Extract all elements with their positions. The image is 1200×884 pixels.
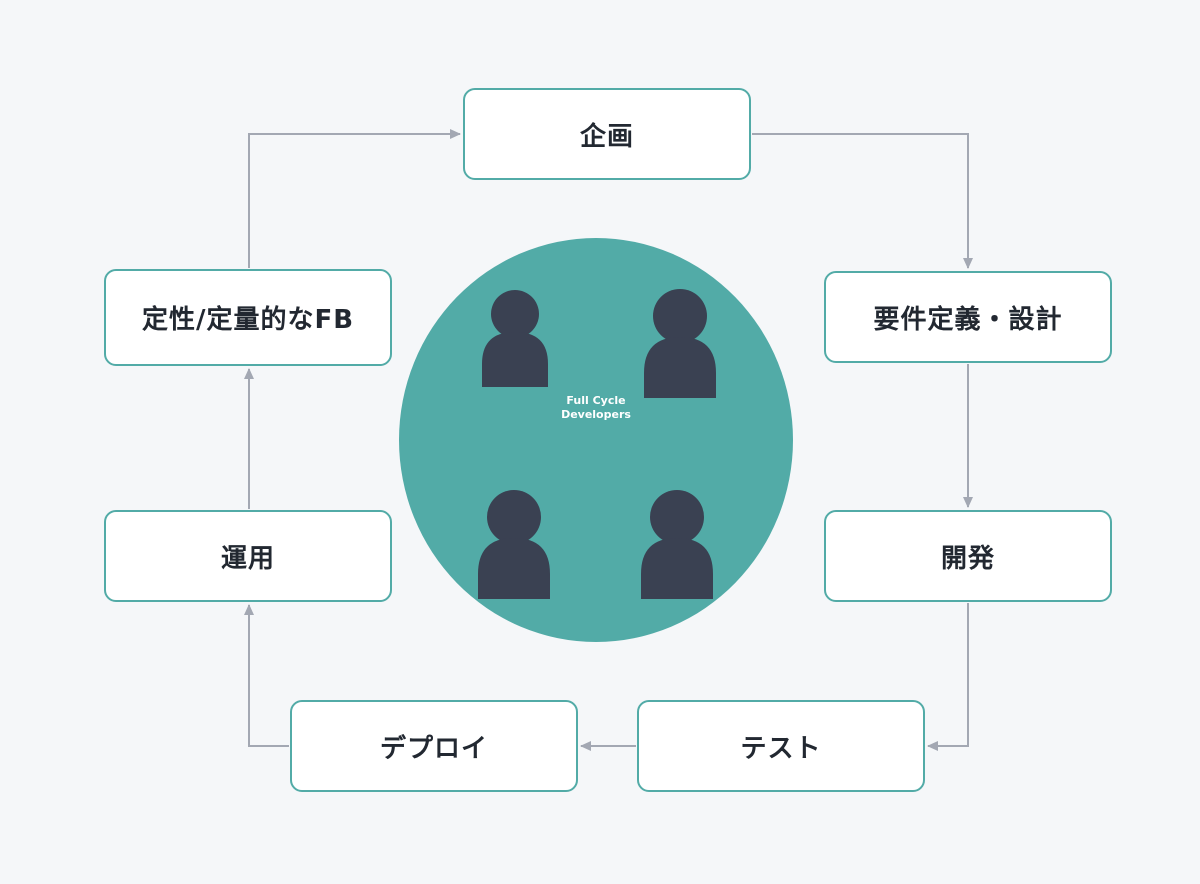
person-icon [482,290,548,387]
person-icon [478,490,550,599]
arrow-deploy-to-operations [244,604,289,747]
connectors [244,129,973,751]
arrow-plan-to-requirements [752,133,973,269]
center-label: Full Cycle Developers [520,394,672,422]
arrow-development-to-test [927,603,969,751]
node-development: 開発 [824,510,1112,602]
center-label-line1: Full Cycle [566,394,626,407]
node-operations: 運用 [104,510,392,602]
person-icon [641,490,713,599]
arrow-feedback-to-plan [248,129,461,268]
person-icon [644,289,716,398]
node-test: テスト [637,700,925,792]
node-plan: 企画 [463,88,751,180]
node-requirements-design: 要件定義・設計 [824,271,1112,363]
team-circle [399,238,793,642]
node-feedback: 定性/定量的なFB [104,269,392,366]
node-deploy: デプロイ [290,700,578,792]
center-label-line2: Developers [561,408,631,421]
